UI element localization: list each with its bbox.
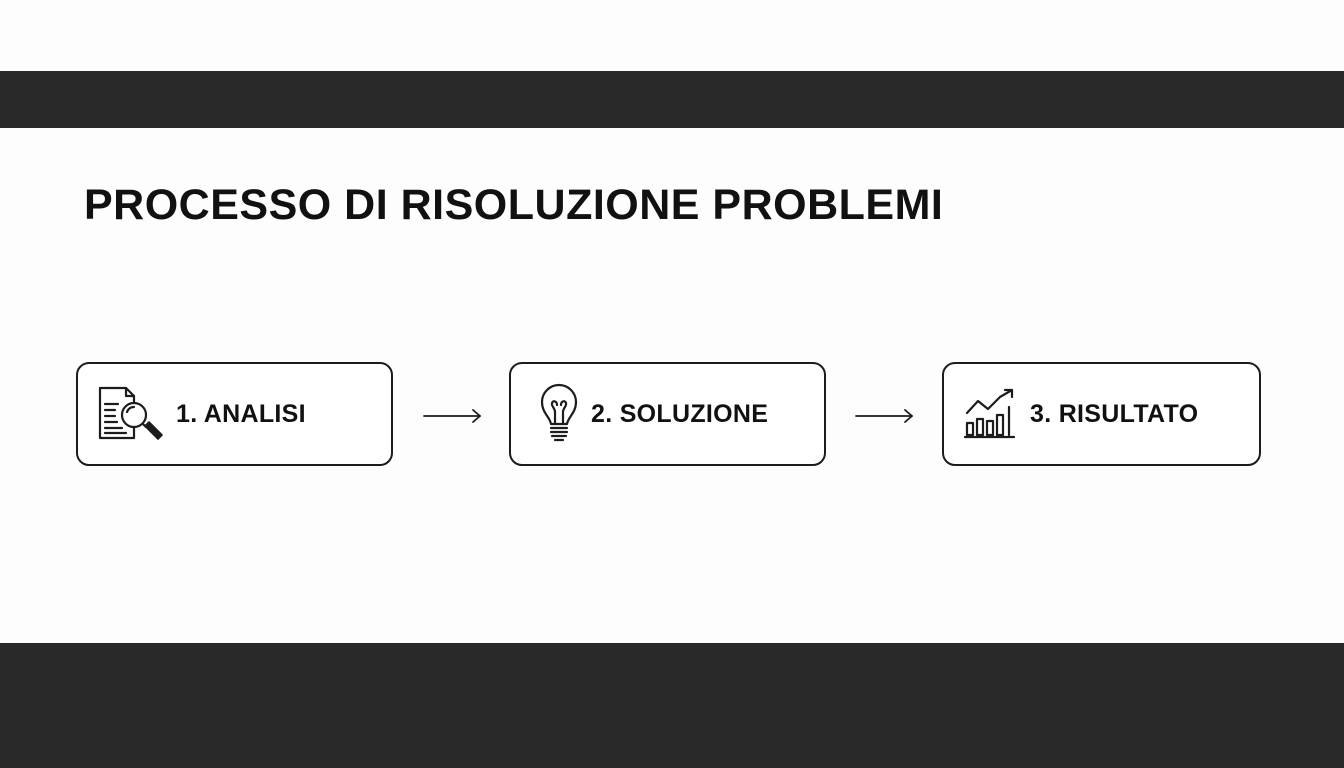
step-soluzione[interactable]: 2. SOLUZIONE <box>509 362 826 466</box>
step-label: 2. SOLUZIONE <box>591 399 769 428</box>
arrow-right-icon <box>423 409 481 423</box>
top-band <box>0 71 1344 128</box>
document-magnifier-icon <box>98 386 163 440</box>
growth-chart-icon <box>964 388 1016 439</box>
step-label: 3. RISULTATO <box>1030 399 1199 428</box>
step-label: 1. ANALISI <box>176 399 306 428</box>
page-title: PROCESSO DI RISOLUZIONE PROBLEMI <box>84 181 944 229</box>
arrow-right-icon <box>855 409 913 423</box>
step-analisi[interactable]: 1. ANALISI <box>76 362 393 466</box>
step-risultato[interactable]: 3. RISULTATO <box>942 362 1261 466</box>
lightbulb-icon <box>540 383 578 442</box>
bottom-band <box>0 643 1344 768</box>
